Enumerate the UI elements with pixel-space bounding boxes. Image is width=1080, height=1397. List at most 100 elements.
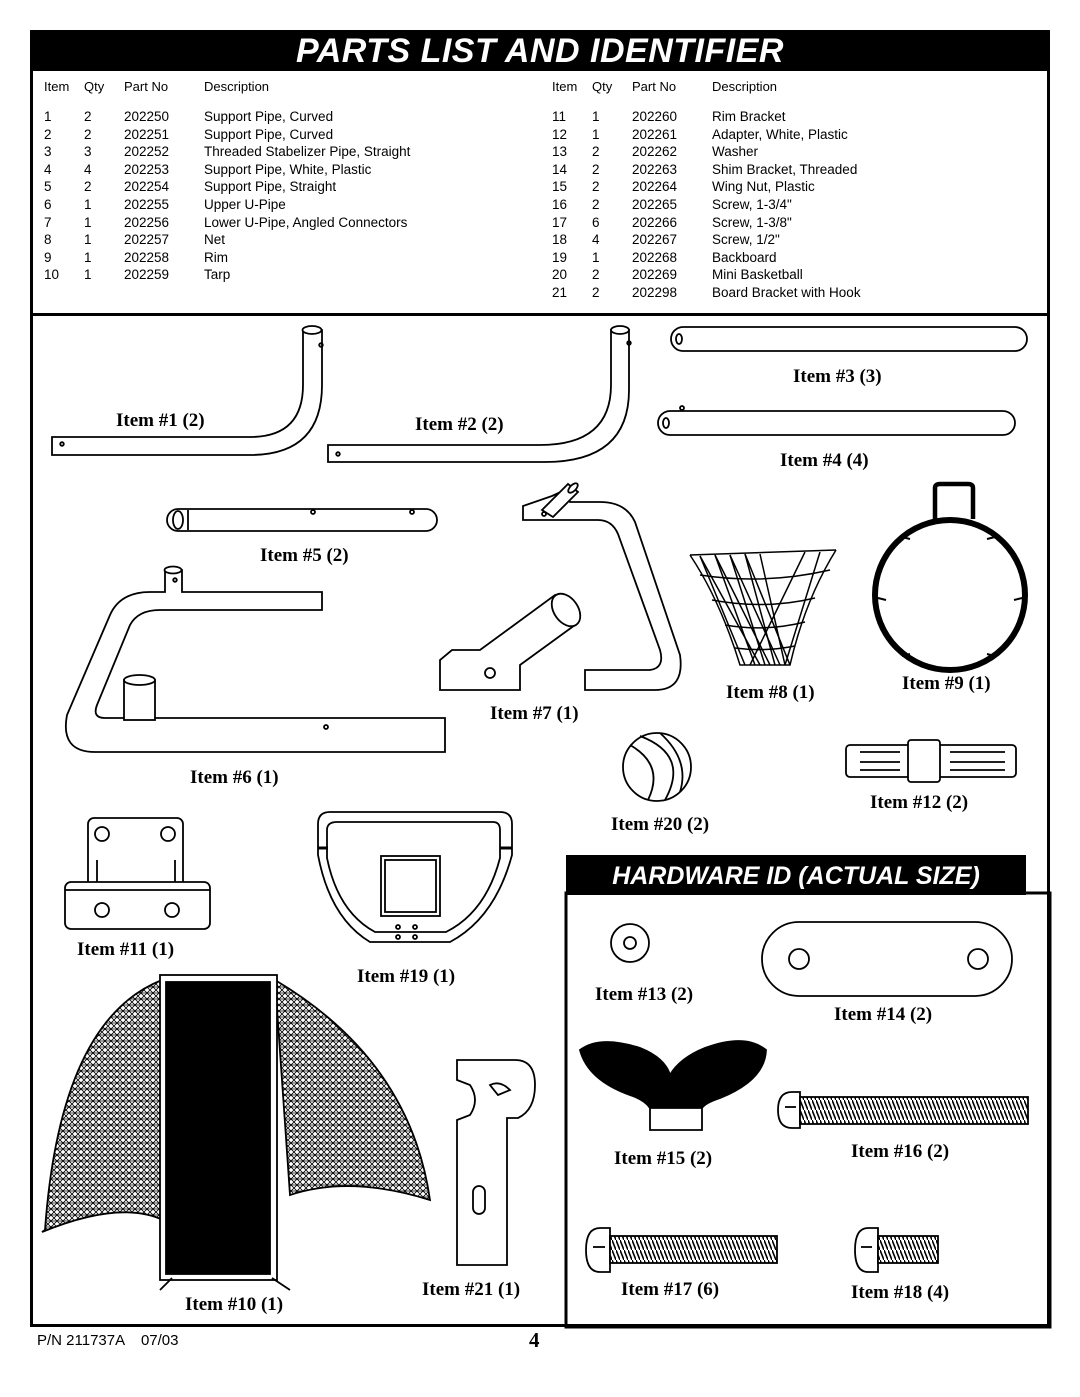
label-item15: Item #15 (2): [614, 1148, 713, 1169]
cell-partno: 202265: [632, 196, 678, 212]
cell-description: Shim Bracket, Threaded: [712, 161, 858, 177]
cell-description: Tarp: [204, 267, 231, 283]
cell-item: 16: [552, 196, 568, 212]
cell-qty: 1: [84, 232, 92, 248]
cell-description: Support Pipe, Curved: [204, 109, 334, 124]
cell-partno: 202255: [124, 196, 170, 212]
cell-partno: 202250: [124, 109, 170, 124]
hardware-title: HARDWARE ID (ACTUAL SIZE): [566, 855, 1026, 895]
label-item8: Item #8 (1): [726, 682, 815, 703]
label-item4: Item #4 (4): [780, 450, 869, 471]
item18-screw: [854, 1227, 939, 1273]
table-row: 6 1 202255 Upper U-Pipe: [44, 196, 410, 214]
col-header-item: Item: [44, 79, 70, 94]
label-item11: Item #11 (1): [77, 939, 175, 960]
cell-qty: 1: [84, 214, 92, 230]
label-item21: Item #21 (1): [422, 1279, 521, 1300]
label-item7: Item #7 (1): [490, 703, 579, 724]
col-header-description: Description: [204, 79, 270, 94]
cell-item: 15: [552, 179, 568, 195]
cell-description: Upper U-Pipe: [204, 196, 286, 212]
cell-qty: 6: [592, 214, 600, 230]
footer-part-number: P/N 211737A 07/03: [37, 1332, 179, 1349]
cell-item: 2: [44, 126, 52, 142]
item6-upper-u-pipe: [65, 565, 446, 753]
cell-qty: 2: [592, 284, 600, 300]
cell-item: 13: [552, 144, 568, 160]
cell-description: Rim: [204, 249, 228, 265]
cell-qty: 2: [592, 161, 600, 177]
cell-item: 9: [44, 249, 52, 265]
cell-partno: 202259: [124, 267, 170, 283]
cell-item: 6: [44, 196, 52, 212]
item4-support-pipe-plastic: [657, 405, 1016, 436]
cell-item: 14: [552, 161, 568, 177]
label-item19: Item #19 (1): [357, 966, 456, 987]
col-header-description: Description: [712, 79, 778, 94]
col-header-qty: Qty: [84, 79, 105, 94]
cell-qty: 1: [592, 109, 600, 124]
item13-washer: [610, 923, 650, 963]
cell-partno: 202256: [124, 214, 170, 230]
table-row: 2 2 202251 Support Pipe, Curved: [44, 126, 410, 144]
cell-description: Support Pipe, Curved: [204, 126, 334, 142]
cell-qty: 1: [84, 196, 92, 212]
table-row: 1 2 202250 Support Pipe, Curved: [44, 108, 410, 126]
col-header-partno: Part No: [632, 79, 677, 94]
cell-partno: 202257: [124, 232, 170, 248]
label-item5: Item #5 (2): [260, 545, 349, 566]
table-row: 16 2 202265 Screw, 1-3/4": [552, 196, 861, 214]
cell-qty: 2: [84, 126, 92, 142]
cell-partno: 202263: [632, 161, 678, 177]
cell-qty: 1: [592, 249, 600, 265]
item5-support-pipe-straight: [166, 508, 438, 532]
cell-item: 4: [44, 161, 52, 177]
cell-item: 10: [44, 267, 60, 283]
cell-partno: 202266: [632, 214, 678, 230]
item14-shim-bracket: [761, 921, 1013, 997]
cell-partno: 202251: [124, 126, 170, 142]
cell-qty: 2: [592, 196, 600, 212]
cell-item: 7: [44, 214, 52, 230]
cell-partno: 202268: [632, 249, 678, 265]
item7-lower-u-pipe: [439, 482, 682, 691]
cell-description: Screw, 1/2": [712, 232, 780, 248]
cell-qty: 2: [84, 109, 92, 124]
label-item1: Item #1 (2): [116, 410, 205, 431]
label-item9: Item #9 (1): [902, 673, 991, 694]
col-header-qty: Qty: [592, 79, 613, 94]
cell-partno: 202264: [632, 179, 678, 195]
cell-partno: 202267: [632, 232, 678, 248]
label-item6: Item #6 (1): [190, 767, 279, 788]
page-title: PARTS LIST AND IDENTIFIER: [30, 30, 1050, 70]
label-item2: Item #2 (2): [415, 414, 504, 435]
item9-rim: [872, 481, 1028, 673]
item17-screw: [585, 1227, 778, 1273]
col-header-item: Item: [552, 79, 578, 94]
label-item13: Item #13 (2): [595, 984, 694, 1005]
cell-description: Wing Nut, Plastic: [712, 179, 815, 195]
item16-screw: [777, 1091, 1029, 1129]
item8-net: [689, 549, 837, 666]
cell-description: Screw, 1-3/4": [712, 196, 792, 212]
cell-description: Support Pipe, White, Plastic: [204, 161, 372, 177]
cell-partno: 202253: [124, 161, 170, 177]
cell-item: 1: [44, 109, 52, 124]
cell-item: 8: [44, 232, 52, 248]
item10-tarp: [41, 974, 432, 1291]
cell-item: 21: [552, 284, 568, 300]
label-item16: Item #16 (2): [851, 1141, 950, 1162]
identifier-frame: [30, 313, 1050, 1327]
label-item10: Item #10 (1): [185, 1294, 284, 1315]
item19-backboard: [317, 811, 513, 943]
